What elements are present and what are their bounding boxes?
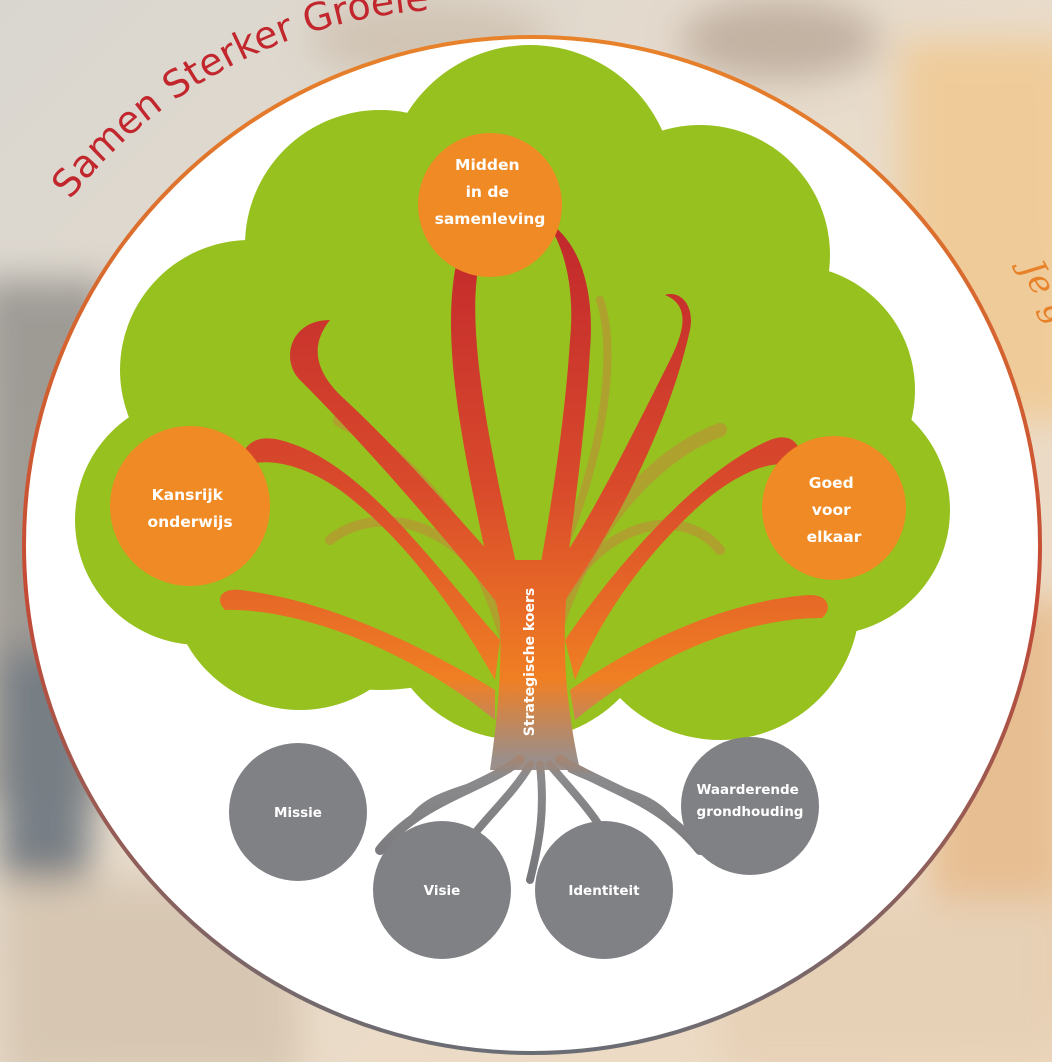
node-goed: Goed voor elkaar <box>762 436 906 580</box>
root-grondhouding: Waarderende grondhouding <box>681 737 819 875</box>
node-kansrijk: Kansrijk onderwijs <box>110 426 270 586</box>
tree-roots <box>375 755 705 884</box>
root-visie: Visie <box>373 821 511 959</box>
right-fragment: Je g <box>1009 248 1052 331</box>
root-missie: Missie <box>229 743 367 881</box>
svg-text:Goed voor elkaar: Goed voor elkaar <box>807 474 862 546</box>
root-identiteit: Identiteit <box>535 821 673 959</box>
trunk-label: Strategische koers <box>522 588 538 736</box>
node-midden: Midden in de samenleving <box>418 133 562 277</box>
svg-text:Visie: Visie <box>424 883 461 899</box>
svg-text:Missie: Missie <box>274 805 322 821</box>
svg-text:Identiteit: Identiteit <box>568 883 640 899</box>
tree-branches <box>220 220 828 770</box>
svg-text:Kansrijk onderwijs: Kansrijk onderwijs <box>147 486 232 531</box>
svg-text:Waarderende grondhouding: Waarderende grondhouding <box>696 782 803 820</box>
svg-text:Midden in de samen: Midden in de samenleving <box>435 156 546 228</box>
